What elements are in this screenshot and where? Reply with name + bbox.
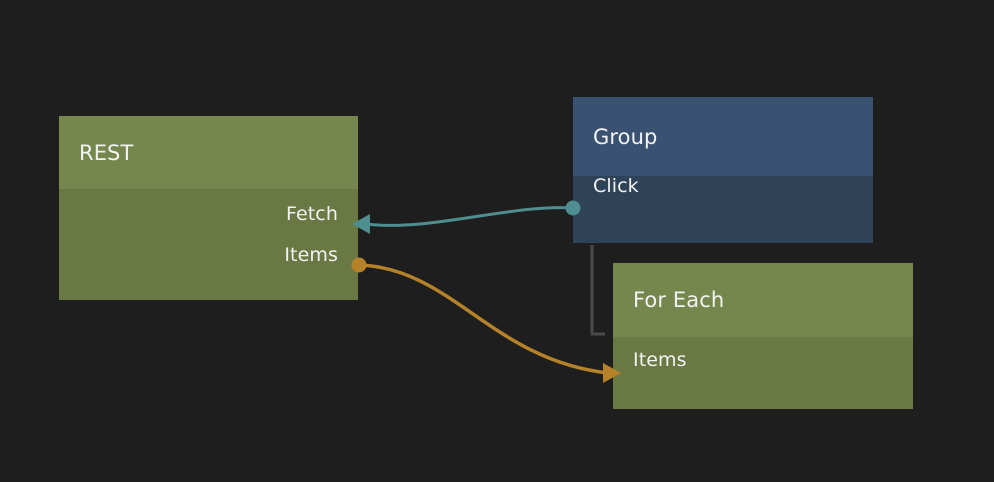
port-group-click-label: Click [593,175,639,197]
port-for-each-items[interactable]: Items [633,347,687,373]
node-group-title: Group [593,124,658,149]
node-group-header[interactable]: Group [573,97,873,176]
port-rest-fetch-label: Fetch [285,203,338,225]
node-rest[interactable]: REST Fetch Items [59,116,358,300]
port-for-each-items-label: Items [633,349,687,371]
node-rest-header[interactable]: REST [59,116,358,189]
connection-items-to-items[interactable] [357,263,610,375]
node-group-body: Click [573,173,873,243]
node-for-each-title: For Each [633,288,725,312]
node-for-each[interactable]: For Each Items [613,263,913,409]
port-rest-items[interactable]: Items [284,242,338,268]
node-for-each-body: Items [613,337,913,409]
node-rest-body: Fetch Items [59,189,358,300]
node-rest-title: REST [79,140,134,165]
group-child-bracket-icon [590,245,605,336]
connection-click-to-fetch[interactable] [364,206,575,227]
node-for-each-header[interactable]: For Each [613,263,913,337]
node-group[interactable]: Group Click [573,97,873,243]
port-rest-items-label: Items [284,244,338,266]
port-rest-fetch[interactable]: Fetch [286,201,338,227]
port-group-click[interactable]: Click [593,173,639,199]
